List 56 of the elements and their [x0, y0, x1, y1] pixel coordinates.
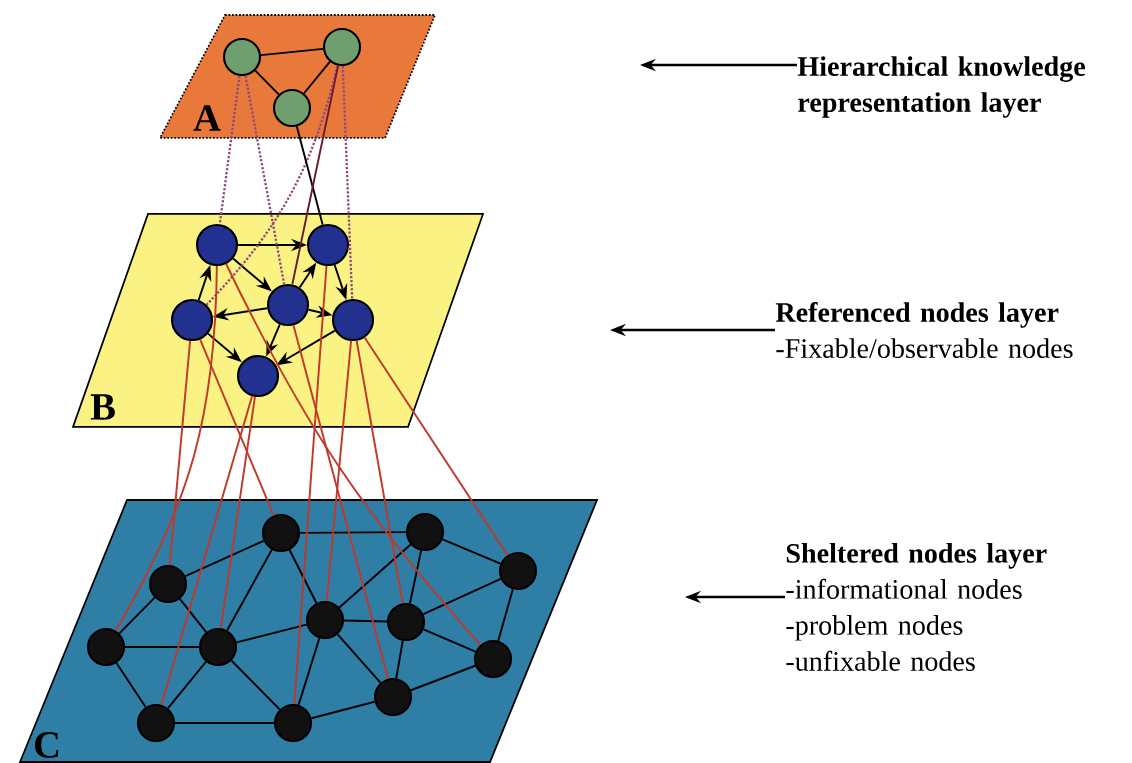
dotted-line — [244, 75, 286, 285]
network-node — [195, 223, 239, 267]
layer-description: Sheltered nodes layer -informational nodes -problem nodes -unfixable nodes — [786, 543, 1047, 671]
connector-line — [336, 633, 382, 684]
connector-line — [325, 340, 352, 602]
connector-line — [118, 596, 156, 635]
connector-line — [408, 549, 423, 605]
connector-line — [115, 661, 147, 709]
connector-line — [235, 623, 308, 644]
connector-line — [295, 125, 324, 226]
connector-line — [230, 659, 281, 711]
connector-line — [114, 265, 218, 632]
connector-line — [409, 664, 477, 692]
connector-line — [422, 577, 502, 616]
connector-line — [297, 637, 321, 706]
network-node — [170, 298, 214, 342]
dotted-line — [341, 66, 354, 299]
network-node — [331, 298, 375, 342]
connector-line — [355, 339, 404, 605]
connector-line — [184, 539, 265, 578]
connector-line — [225, 263, 482, 646]
network-node — [236, 354, 280, 398]
connector-line — [292, 324, 390, 680]
connector-line — [226, 548, 273, 632]
connector-line — [338, 543, 412, 609]
connector-line — [167, 660, 207, 710]
connector-line — [254, 69, 280, 96]
connector-line — [260, 47, 325, 57]
connector-line — [168, 340, 192, 566]
connector-line — [291, 64, 340, 286]
connector-line — [303, 60, 331, 95]
connector-line — [219, 395, 256, 630]
dotted-line — [218, 75, 241, 225]
connector-line — [343, 619, 388, 623]
connector-line — [299, 531, 407, 534]
network-node — [136, 703, 176, 743]
connector-line — [288, 549, 318, 604]
connector-line — [174, 722, 275, 724]
connector-line — [363, 336, 509, 557]
connector-line — [293, 265, 328, 705]
connector-line — [422, 628, 477, 653]
connector-line — [310, 700, 376, 720]
network-node — [273, 703, 313, 743]
connector-line — [395, 639, 404, 680]
network-node — [373, 677, 413, 717]
dotted-line — [205, 65, 339, 306]
layer-description: Hierarchical knowledge representation layer — [797, 56, 1085, 118]
network-node — [261, 513, 301, 553]
layer-description: Referenced nodes layer -Fixable/observable nodes — [775, 301, 1073, 359]
connector-line — [160, 395, 254, 706]
connector-line — [178, 597, 208, 634]
network-node — [266, 283, 310, 327]
connector-line — [497, 588, 514, 642]
connector-line — [124, 646, 200, 648]
network-node — [306, 223, 350, 267]
connector-line — [441, 538, 502, 565]
